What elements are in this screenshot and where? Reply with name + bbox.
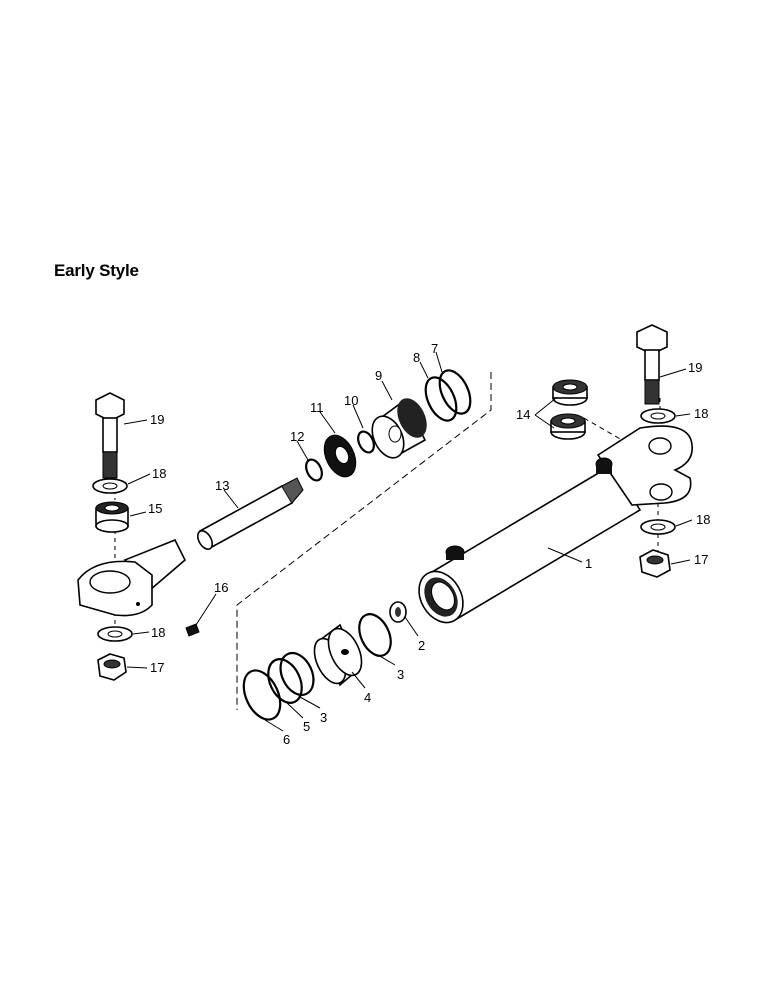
callout-18-right-upper: 18 — [694, 406, 708, 421]
nut-left — [97, 653, 127, 681]
callout-3-lower: 3 — [320, 710, 327, 725]
callout-13: 13 — [215, 478, 229, 493]
washer-left-upper — [92, 478, 128, 494]
callout-1: 1 — [585, 556, 592, 571]
callout-11: 11 — [310, 400, 324, 415]
grease-fitting — [185, 623, 200, 637]
callout-10: 10 — [344, 393, 358, 408]
rod-eye — [77, 538, 186, 617]
ring-10 — [357, 430, 375, 454]
callout-2: 2 — [418, 638, 425, 653]
ring-12 — [305, 458, 323, 482]
callout-18-left-lower: 18 — [151, 625, 165, 640]
bolt-left — [95, 392, 125, 479]
o-ring-3-lower — [279, 651, 315, 697]
gland — [371, 398, 427, 459]
callout-15: 15 — [148, 501, 162, 516]
callout-3-upper: 3 — [397, 667, 404, 682]
washer-right-upper — [640, 408, 676, 424]
callout-19-left: 19 — [150, 412, 164, 427]
cylinder-barrel — [418, 425, 693, 624]
bushing-15 — [95, 501, 129, 533]
nut-right — [639, 549, 671, 578]
callout-4: 4 — [364, 690, 371, 705]
callout-17-right: 17 — [694, 552, 708, 567]
piston — [313, 623, 363, 687]
callout-17-left: 17 — [150, 660, 164, 675]
callout-12: 12 — [290, 429, 304, 444]
callout-6: 6 — [283, 732, 290, 747]
page-title: Early Style — [54, 261, 139, 280]
piston-rod — [196, 477, 304, 550]
o-ring-3-upper — [358, 613, 392, 657]
callout-7: 7 — [431, 341, 438, 356]
washer-right-lower — [640, 519, 676, 535]
part-2-bushing — [389, 601, 407, 623]
callout-16: 16 — [214, 580, 228, 595]
ring-8 — [424, 376, 458, 422]
ring-6 — [242, 669, 282, 721]
callout-14: 14 — [516, 407, 530, 422]
callout-9: 9 — [375, 368, 382, 383]
wiper — [323, 434, 357, 478]
leader-lines — [123, 351, 693, 732]
callout-5: 5 — [303, 719, 310, 734]
callout-18-left-upper: 18 — [152, 466, 166, 481]
callout-8: 8 — [413, 350, 420, 365]
bushings-14 — [550, 379, 588, 440]
callout-19-right: 19 — [688, 360, 702, 375]
washer-left-lower — [97, 626, 133, 642]
ring-5 — [267, 658, 303, 704]
ring-7 — [438, 369, 472, 415]
bolt-right — [636, 324, 668, 405]
callout-18-right-lower: 18 — [696, 512, 710, 527]
